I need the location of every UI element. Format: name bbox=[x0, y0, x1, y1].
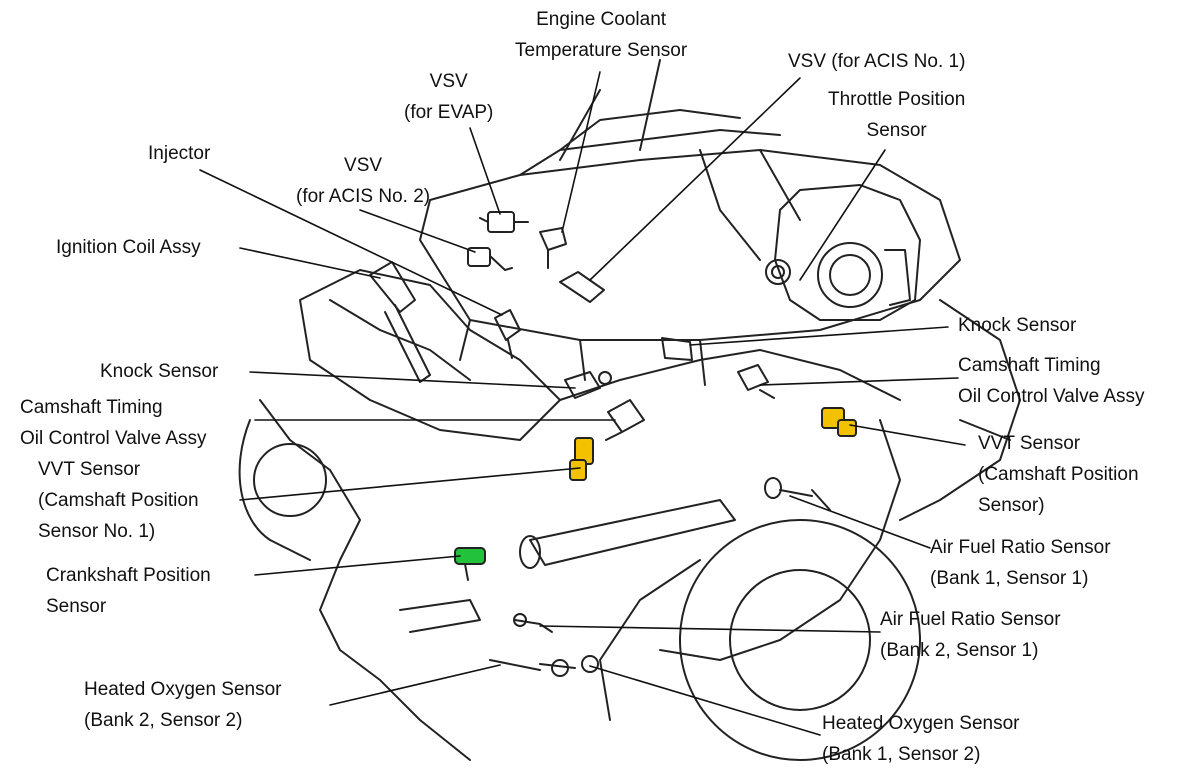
label-vsv-evap: VSV (for EVAP) bbox=[404, 66, 493, 128]
label-knock-sensor-left: Knock Sensor bbox=[100, 356, 218, 387]
label-line: Ignition Coil Assy bbox=[56, 237, 201, 258]
label-line: Camshaft Timing bbox=[20, 397, 163, 418]
label-camshaft-ocv-left: Camshaft Timing Oil Control Valve Assy bbox=[20, 392, 207, 454]
label-ignition-coil-assy: Ignition Coil Assy bbox=[56, 232, 201, 263]
label-line: Temperature Sensor bbox=[515, 40, 688, 61]
label-line: Oil Control Valve Assy bbox=[20, 428, 207, 449]
label-line: Heated Oxygen Sensor bbox=[822, 713, 1020, 734]
label-line: Heated Oxygen Sensor bbox=[84, 679, 282, 700]
label-line: Crankshaft Position bbox=[46, 565, 211, 586]
label-camshaft-ocv-right: Camshaft Timing Oil Control Valve Assy bbox=[958, 350, 1145, 412]
crankshaft-sensor-part bbox=[454, 547, 486, 581]
label-throttle-position-sensor: Throttle Position Sensor bbox=[828, 84, 965, 146]
label-crankshaft-position-sensor: Crankshaft Position Sensor bbox=[46, 560, 211, 622]
vvt-sensor-right-part bbox=[821, 407, 857, 437]
label-ho2-sensor-b2s2: Heated Oxygen Sensor (Bank 2, Sensor 2) bbox=[84, 674, 282, 736]
label-line: (for ACIS No. 2) bbox=[296, 186, 431, 207]
label-line: Sensor No. 1) bbox=[38, 521, 156, 542]
label-knock-sensor-right: Knock Sensor bbox=[958, 310, 1076, 341]
label-line: Camshaft Timing bbox=[958, 355, 1101, 376]
label-line: Knock Sensor bbox=[958, 315, 1077, 336]
label-line: Engine Coolant bbox=[536, 9, 667, 30]
label-line: Sensor) bbox=[978, 495, 1045, 516]
label-line: (for EVAP) bbox=[404, 102, 494, 123]
label-line: VSV bbox=[429, 71, 468, 92]
label-line: (Bank 1, Sensor 2) bbox=[822, 744, 981, 765]
engine-block-outline bbox=[238, 59, 1021, 761]
label-vsv-acis1: VSV (for ACIS No. 1) bbox=[788, 46, 965, 77]
label-vvt-sensor-right: VVT Sensor (Camshaft Position Sensor) bbox=[978, 428, 1139, 521]
label-line: (Bank 2, Sensor 2) bbox=[84, 710, 243, 731]
label-line: VSV (for ACIS No. 1) bbox=[788, 51, 966, 72]
label-line: (Bank 1, Sensor 1) bbox=[930, 568, 1089, 589]
label-line: Throttle Position bbox=[828, 89, 966, 110]
label-line: (Camshaft Position bbox=[38, 490, 199, 511]
leader-lines bbox=[199, 71, 966, 736]
label-line: Oil Control Valve Assy bbox=[958, 386, 1145, 407]
label-line: (Bank 2, Sensor 1) bbox=[880, 640, 1039, 661]
label-af-sensor-b1s1: Air Fuel Ratio Sensor (Bank 1, Sensor 1) bbox=[930, 532, 1111, 594]
label-line: Air Fuel Ratio Sensor bbox=[930, 537, 1111, 558]
label-injector: Injector bbox=[148, 138, 210, 169]
label-line: Sensor bbox=[866, 120, 927, 141]
label-line: Air Fuel Ratio Sensor bbox=[880, 609, 1061, 630]
label-line: VVT Sensor bbox=[978, 433, 1081, 454]
label-engine-coolant-temp-sensor: Engine Coolant Temperature Sensor bbox=[515, 4, 687, 66]
label-vsv-acis2: VSV (for ACIS No. 2) bbox=[296, 150, 430, 212]
label-line: VVT Sensor bbox=[38, 459, 141, 480]
label-line: Injector bbox=[148, 143, 211, 164]
label-line: VSV bbox=[344, 155, 383, 176]
label-line: Sensor bbox=[46, 596, 107, 617]
vvt-sensor-left-part bbox=[569, 437, 594, 481]
label-vvt-sensor-left: VVT Sensor (Camshaft Position Sensor No.… bbox=[38, 454, 199, 547]
label-line: Knock Sensor bbox=[100, 361, 219, 382]
label-af-sensor-b2s1: Air Fuel Ratio Sensor (Bank 2, Sensor 1) bbox=[880, 604, 1061, 666]
label-line: (Camshaft Position bbox=[978, 464, 1139, 485]
label-ho2-sensor-b1s2: Heated Oxygen Sensor (Bank 1, Sensor 2) bbox=[822, 708, 1020, 770]
sensor-parts bbox=[467, 211, 831, 677]
